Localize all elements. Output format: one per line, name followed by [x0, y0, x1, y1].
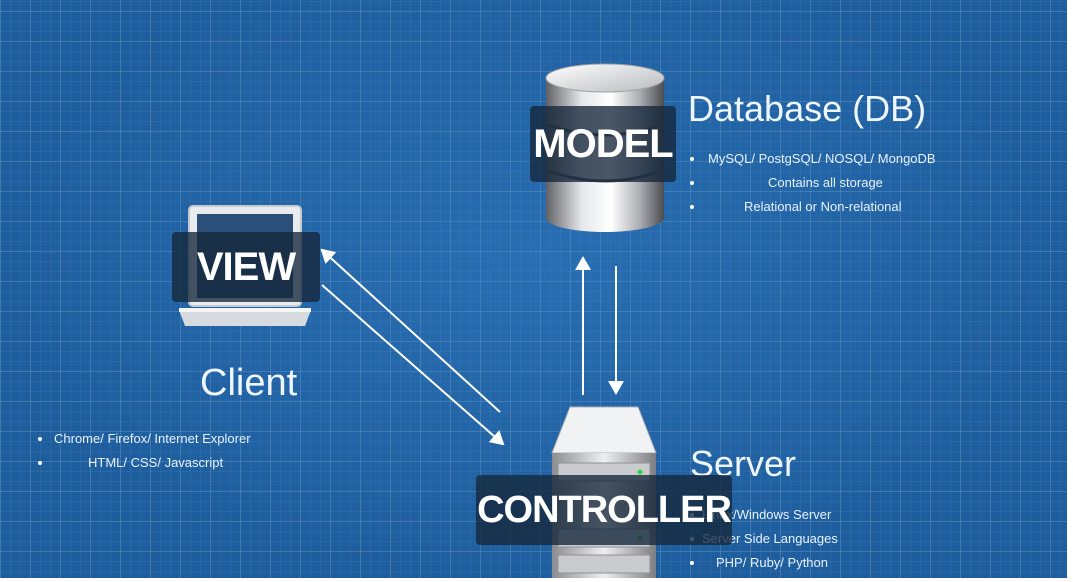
model-bullet-item: Contains all storage: [688, 171, 918, 195]
arrow-view-to-controller: [321, 284, 505, 446]
model-heading: Database (DB): [688, 88, 927, 129]
view-bullet-item: HTML/ CSS/ Javascript: [36, 451, 296, 475]
frame-edge-right: [1067, 0, 1073, 582]
arrow-controller-to-view: [320, 248, 501, 413]
controller-bullet-item: PHP/ Ruby/ Python: [688, 551, 858, 575]
view-heading: Client: [200, 362, 298, 404]
controller-bullet-list: Linux/Windows Server Server Side Languag…: [688, 503, 858, 575]
view-bullet-list: Chrome/ Firefox/ Internet Explorer HTML/…: [36, 427, 296, 475]
controller-label: CONTROLLER: [476, 475, 732, 545]
frame-edge-bottom: [0, 578, 1073, 582]
model-label: MODEL: [530, 106, 676, 182]
view-label: VIEW: [172, 232, 320, 302]
model-bullet-item: Relational or Non-relational: [688, 195, 918, 219]
model-bullet-list: MySQL/ PostgSQL/ NOSQL/ MongoDB Contains…: [688, 147, 936, 219]
view-bullet-item: Chrome/ Firefox/ Internet Explorer: [36, 427, 296, 451]
model-bullet-item: MySQL/ PostgSQL/ NOSQL/ MongoDB: [688, 147, 936, 171]
